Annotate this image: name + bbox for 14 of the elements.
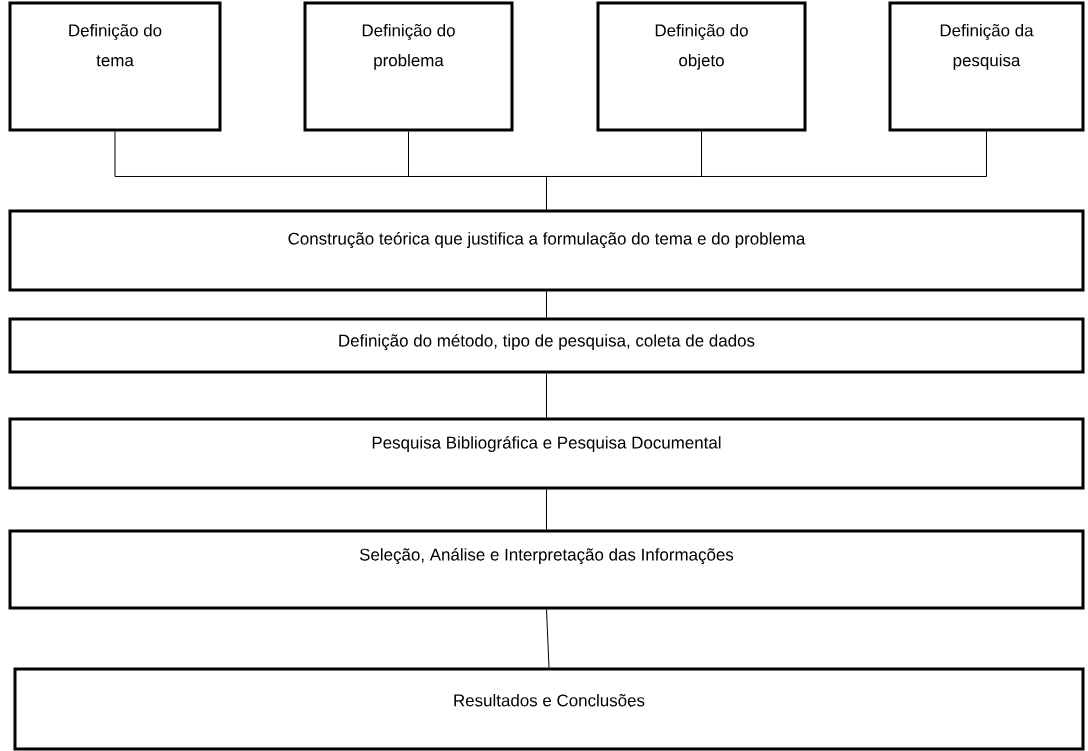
step-box: Pesquisa Bibliográfica e Pesquisa Documental bbox=[8, 417, 1085, 490]
step-box: Definição do método, tipo de pesquisa, coleta de dados bbox=[8, 317, 1085, 374]
connector-line bbox=[546, 131, 987, 210]
connector-line bbox=[546, 373, 547, 418]
topic-box: Definição do objeto bbox=[596, 1, 807, 132]
topic-box: Definição do problema bbox=[303, 1, 514, 132]
connector-line bbox=[546, 291, 547, 318]
step-box: Construção teórica que justifica a formulação do tema e do problema bbox=[8, 209, 1085, 292]
step-box: Resultados e Conclusões bbox=[13, 667, 1085, 751]
connector-line bbox=[546, 489, 547, 530]
topic-box: Definição da pesquisa bbox=[888, 1, 1085, 132]
step-box: Seleção, Análise e Interpretação das Informações bbox=[8, 529, 1085, 610]
connector-line bbox=[546, 609, 550, 668]
topic-box: Definição do tema bbox=[8, 1, 222, 132]
